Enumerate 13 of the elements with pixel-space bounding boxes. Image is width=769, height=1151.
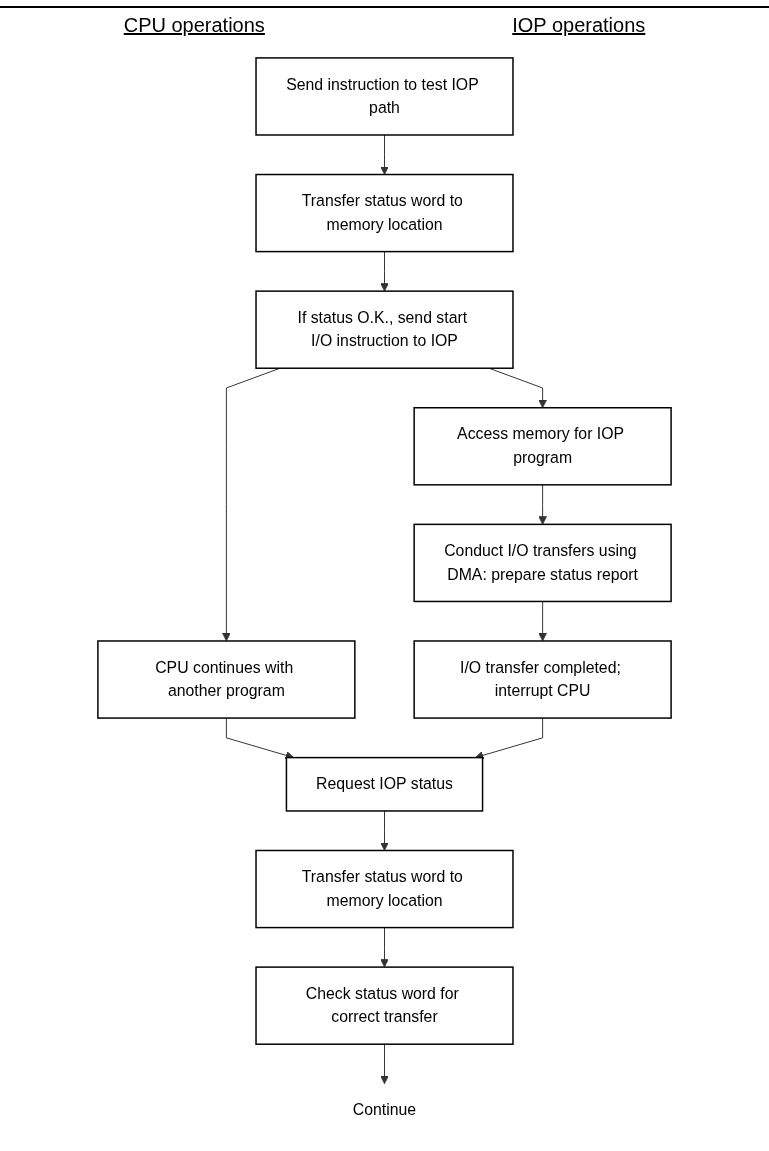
node-box: Transfer status word to memory location <box>255 849 514 929</box>
node-box: Send instruction to test IOP path <box>255 57 514 136</box>
node-box: Check status word for correct transfer <box>255 966 514 1045</box>
column-heading: IOP operations <box>512 14 646 37</box>
node-box: CPU continues with another program <box>97 640 356 719</box>
node-box: Conduct I/O transfers using DMA: prepare status report <box>413 523 672 603</box>
node-text: Continue <box>352 1101 417 1119</box>
node-box: Request IOP status <box>285 756 484 812</box>
node-box: Access memory for IOP program <box>413 407 672 486</box>
node-box: Transfer status word to memory location <box>255 173 514 253</box>
node-box: I/O transfer completed; interrupt CPU <box>413 640 672 719</box>
column-heading: CPU operations <box>123 14 265 37</box>
node-box: If status O.K., send start I/O instruction to IOP <box>255 290 514 369</box>
